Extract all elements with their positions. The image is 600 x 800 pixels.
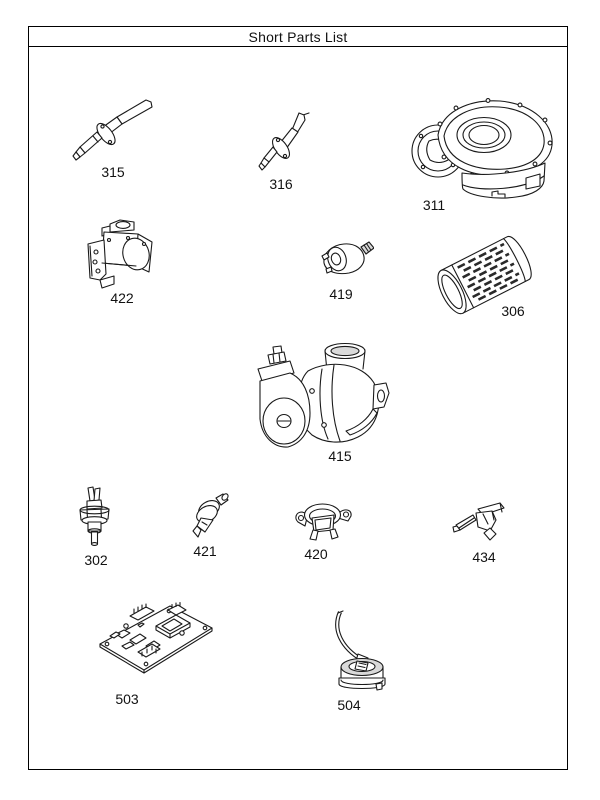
- filter-cartridge-drawing: [437, 235, 532, 315]
- page-header: Short Parts List: [29, 27, 567, 47]
- part-figure-504: [332, 610, 392, 694]
- part-figure-434: [450, 500, 510, 544]
- part-figure-311: [408, 95, 558, 199]
- part-figure-316: [256, 112, 316, 174]
- part-label-315: 315: [101, 164, 125, 180]
- fan-assembly-drawing: [411, 98, 553, 199]
- part-figure-421: [188, 492, 232, 540]
- ignition-electrode-drawing: [72, 99, 153, 161]
- pump-drawing: [257, 342, 390, 448]
- spark-electrode-drawing: [258, 112, 310, 171]
- small-sensor-drawing: [192, 493, 229, 538]
- temperature-sensor-drawing: [79, 486, 110, 546]
- part-label-306: 306: [501, 303, 525, 319]
- part-label-422: 422: [110, 290, 134, 306]
- pressure-sensor-drawing: [321, 241, 374, 275]
- part-label-316: 316: [269, 176, 293, 192]
- part-label-302: 302: [84, 552, 108, 568]
- part-figure-306: [432, 232, 538, 318]
- part-label-503: 503: [115, 691, 139, 707]
- part-figure-503: [94, 600, 218, 674]
- gas-valve-drawing: [87, 219, 153, 289]
- part-label-434: 434: [472, 549, 496, 565]
- page-title: Short Parts List: [248, 28, 348, 45]
- part-label-415: 415: [328, 448, 352, 464]
- coil-cable-drawing: [335, 610, 386, 691]
- part-figure-315: [70, 98, 154, 164]
- circuit-board-drawing: [99, 601, 213, 674]
- part-label-420: 420: [304, 546, 328, 562]
- clip-sensor-drawing: [295, 503, 352, 541]
- part-figure-419: [318, 238, 374, 282]
- part-label-311: 311: [422, 197, 446, 213]
- part-figure-415: [246, 341, 390, 449]
- part-figure-422: [76, 218, 172, 290]
- part-figure-302: [75, 486, 115, 548]
- part-label-504: 504: [337, 697, 361, 713]
- part-label-421: 421: [193, 543, 217, 559]
- part-label-419: 419: [329, 286, 353, 302]
- part-figure-420: [292, 500, 354, 542]
- retaining-clip-drawing: [452, 502, 505, 541]
